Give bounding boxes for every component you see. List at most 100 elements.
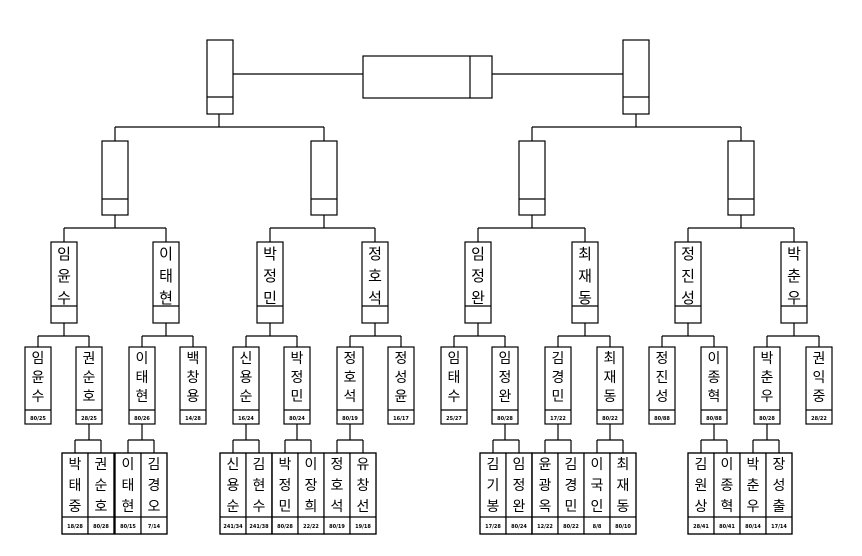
round32-group-outline <box>687 452 793 535</box>
round16-box <box>387 346 415 425</box>
round32-box <box>349 452 377 535</box>
round16-box <box>336 346 364 425</box>
round16-score: 16/17 <box>393 416 409 422</box>
round16-score: 80/26 <box>134 416 150 422</box>
round8-box <box>464 241 492 324</box>
round16-score: 80/25 <box>30 416 46 422</box>
round16-score: 25/27 <box>446 416 462 422</box>
round16-box <box>491 346 519 425</box>
round32-score: 80/14 <box>745 524 761 530</box>
quarterfinal-box <box>518 140 546 216</box>
round32-score: 80/10 <box>615 524 631 530</box>
round32-score: 17/14 <box>771 524 787 530</box>
round32-score: 22/22 <box>303 524 319 530</box>
final-box <box>362 55 493 99</box>
round8-box <box>571 241 599 324</box>
round16-box <box>179 346 207 425</box>
round16-score: 14/28 <box>185 416 201 422</box>
round16-box <box>24 346 52 425</box>
round32-score: 7/14 <box>148 524 161 530</box>
round8-box <box>674 241 702 324</box>
round32-box <box>140 452 168 535</box>
round16-box <box>232 346 260 425</box>
round16-box <box>544 346 572 425</box>
round32-group-outline <box>114 452 168 535</box>
quarterfinal-box <box>101 140 129 216</box>
round8-box <box>152 241 180 324</box>
round16-score: 80/28 <box>759 416 775 422</box>
round16-score: 80/19 <box>342 416 358 422</box>
round32-box <box>765 452 793 535</box>
round16-score: 28/22 <box>811 416 827 422</box>
round16-score: 80/88 <box>706 416 722 422</box>
round32-score: 80/15 <box>120 524 136 530</box>
round32-score: 80/28 <box>93 524 109 530</box>
round32-score: 80/28 <box>277 524 293 530</box>
round32-box <box>219 452 247 535</box>
round32-score: 8/8 <box>593 524 602 530</box>
round8-box <box>361 241 389 324</box>
round32-score: 18/28 <box>67 524 83 530</box>
round16-score: 80/22 <box>602 416 618 422</box>
round16-box <box>700 346 728 425</box>
semifinal-box <box>206 39 234 115</box>
round16-score: 16/24 <box>238 416 254 422</box>
round32-score: 17/28 <box>485 524 501 530</box>
round32-score: 80/24 <box>511 524 527 530</box>
round16-box <box>648 346 676 425</box>
round16-score: 28/25 <box>81 416 97 422</box>
round16-box <box>440 346 468 425</box>
round32-score: 80/41 <box>719 524 735 530</box>
round32-score: 12/22 <box>537 524 553 530</box>
round8-box <box>780 241 808 324</box>
round16-score: 80/24 <box>289 416 305 422</box>
round32-score: 19/18 <box>355 524 371 530</box>
round32-group-outline <box>61 452 115 535</box>
round16-score: 17/22 <box>550 416 566 422</box>
round32-score: 80/22 <box>563 524 579 530</box>
round16-score: 80/28 <box>497 416 513 422</box>
round32-score: 241/38 <box>249 524 269 530</box>
semifinal-box <box>622 39 650 115</box>
round16-box <box>805 346 833 425</box>
round32-score: 28/41 <box>693 524 709 530</box>
